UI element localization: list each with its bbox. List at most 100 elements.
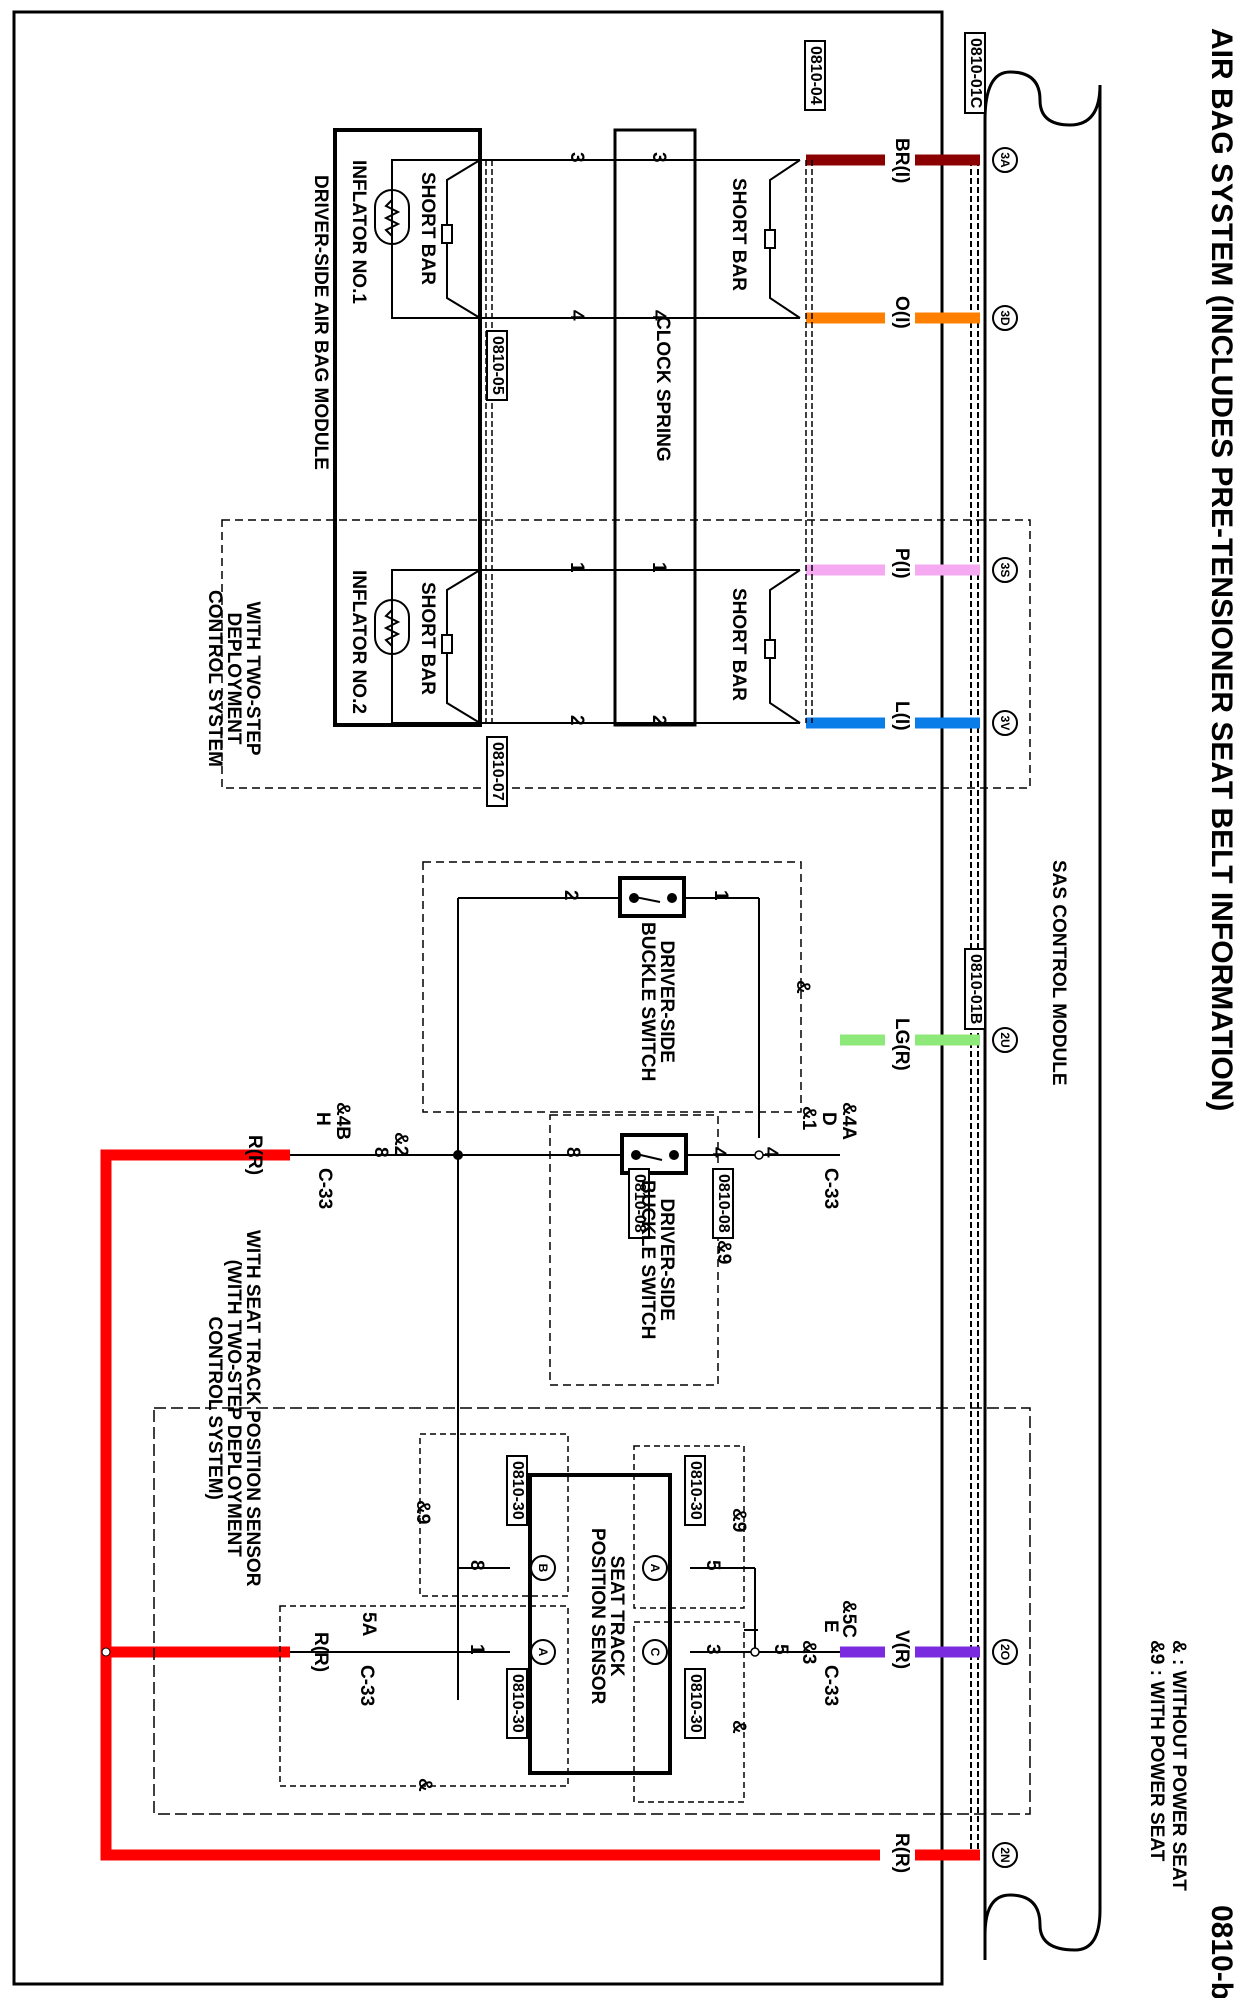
seat-pin-circle-a2: A <box>530 1639 556 1665</box>
short-bar-label-1: SHORT BAR <box>728 178 749 291</box>
sas-module-label: SAS CONTROL MODULE <box>1048 860 1069 1086</box>
wire-label-3D: O(I) <box>891 296 912 329</box>
buckle2-pin-8: 8 <box>562 1147 583 1158</box>
rr-wire-label-2: R(R) <box>310 1632 331 1673</box>
s5a-c33: C-33 <box>356 1665 377 1707</box>
sas-pin-3S: 3S <box>992 557 1018 583</box>
buckle-switch-label-1: DRIVER-SIDE BUCKLE SWITCH <box>637 922 677 1082</box>
wire-label-2U: LG(R) <box>891 1018 912 1071</box>
short-bar-label-3: SHORT BAR <box>417 172 438 285</box>
buckle-switch-label-2: DRIVER-SIDE BUCKLE SWITCH <box>637 1180 677 1340</box>
inflator-1-label: INFLATOR NO.1 <box>348 160 369 304</box>
ref-0810-07[interactable]: 0810-07 <box>486 736 508 807</box>
buckle2-amp9: &9 <box>713 1240 734 1265</box>
buckle1-amp: & <box>792 980 813 994</box>
seat-track-label: SEAT TRACK POSITION SENSOR <box>587 1528 627 1705</box>
wire-label-3S: P(I) <box>891 548 912 579</box>
cs-pin-left-1: 1 <box>566 562 587 573</box>
airbag-module-box <box>333 128 482 727</box>
v-c33-pin-5: 5 <box>770 1644 791 1655</box>
lg-amp4a: &4A <box>838 1102 859 1141</box>
seat-track-region <box>153 1407 1031 1815</box>
cs-pin-left-3: 3 <box>566 152 587 163</box>
buckle2-pin-4: 4 <box>708 1147 729 1158</box>
wire-label-3V: L(I) <box>891 701 912 731</box>
sas-module-top <box>983 70 1102 1960</box>
seat-amp9-bot: &9 <box>412 1500 433 1525</box>
wire-label-2N: R(R) <box>891 1833 912 1874</box>
ref-0810-08-a[interactable]: 0810-08 <box>712 1168 734 1239</box>
wire-group <box>806 154 980 1861</box>
v-amp5c: &5C <box>838 1600 859 1639</box>
seat-pin-circle-a1: A <box>642 1555 668 1581</box>
cs-pin-left-4: 4 <box>566 310 587 321</box>
cs-pin-right-2: 2 <box>648 715 669 726</box>
ref-0810-30-b[interactable]: 0810-30 <box>506 1455 528 1526</box>
ref-0810-01B[interactable]: 0810-01B <box>964 948 986 1031</box>
seat-amp-bot: & <box>414 1778 435 1792</box>
sas-pin-3D: 3D <box>992 305 1018 331</box>
buckle1-pin-2: 2 <box>560 890 581 901</box>
v-c33: C-33 <box>820 1665 841 1707</box>
diagram-title: AIR BAG SYSTEM (INCLUDES PRE-TENSIONER S… <box>1205 28 1238 1112</box>
cs-pin-left-2: 2 <box>566 715 587 726</box>
seat-pin-circle-b: B <box>530 1555 556 1581</box>
rr-letter-h: H <box>312 1112 333 1126</box>
buckle-with-region <box>549 1114 719 1386</box>
rr-c33-pin-8: 8 <box>370 1147 391 1158</box>
lg-letter-d: D <box>818 1112 839 1126</box>
legend-without-power-seat: & : WITHOUT POWER SEAT <box>1168 1640 1189 1891</box>
seat-pin-circle-c: C <box>642 1639 668 1665</box>
seat-track-note: WITH SEAT TRACK POSITION SENSOR (WITH TW… <box>204 1230 263 1587</box>
clock-spring-label: CLOCK SPRING <box>652 316 673 462</box>
seat-sensor-amp9-top <box>633 1445 745 1609</box>
seat-track-sensor-box <box>528 1473 672 1775</box>
cs-pin-right-4: 4 <box>648 310 669 321</box>
sas-pin-2U: 2U <box>992 1027 1018 1053</box>
airbag-module-label: DRIVER-SIDE AIR BAG MODULE <box>310 175 331 470</box>
seat-sensor-amp-bot <box>279 1605 569 1787</box>
buckle1-pin-1: 1 <box>710 890 731 901</box>
ref-0810-30-a[interactable]: 0810-30 <box>684 1455 706 1526</box>
seat-sensor-amp9-bot <box>419 1433 569 1597</box>
ref-0810-04[interactable]: 0810-04 <box>804 40 826 111</box>
short-bar-label-2: SHORT BAR <box>728 588 749 701</box>
ref-0810-05[interactable]: 0810-05 <box>486 330 508 401</box>
sas-pin-2O: 2O <box>992 1639 1018 1665</box>
seat-sensor-amp-top <box>633 1621 745 1803</box>
cs-pin-right-3: 3 <box>648 152 669 163</box>
lg-c33: C-33 <box>820 1168 841 1210</box>
rr-wire-label-1: R(R) <box>244 1135 265 1176</box>
page-frame <box>12 10 944 1986</box>
lg-amp1: &1 <box>798 1106 819 1131</box>
sas-pin-3A: 3A <box>992 147 1018 173</box>
seat-amp9-top: &9 <box>728 1508 749 1533</box>
sas-module-outline <box>983 85 1102 1960</box>
legend-with-power-seat: &9 : WITH POWER SEAT <box>1146 1640 1167 1862</box>
lg-c33-pin-4: 4 <box>760 1147 781 1158</box>
wire-label-3A: BR(I) <box>891 138 912 184</box>
rr-c33: C-33 <box>314 1168 335 1210</box>
two-step-note: WITH TWO-STEP DEPLOYMENT CONTROL SYSTEM <box>204 590 263 767</box>
seat-pin-5: 5 <box>702 1560 723 1571</box>
two-step-dashed-region <box>221 519 1031 789</box>
cs-pin-right-1: 1 <box>648 562 669 573</box>
seat-pin-3: 3 <box>702 1644 723 1655</box>
seat-pin-1: 1 <box>466 1644 487 1655</box>
buckle-without-region <box>422 861 802 1113</box>
rr-amp4b: &4B <box>332 1102 353 1141</box>
ref-0810-30-c[interactable]: 0810-30 <box>684 1668 706 1739</box>
v-amp3: &3 <box>798 1640 819 1665</box>
inflator-2-label: INFLATOR NO.2 <box>348 570 369 714</box>
wire-label-2O: V(R) <box>891 1630 912 1670</box>
sas-pin-3V: 3V <box>992 710 1018 736</box>
clock-spring-box <box>613 128 697 727</box>
v-letter-e: E <box>820 1620 841 1633</box>
page-code: 0810-b <box>1205 1905 1238 1998</box>
seat-pin-8: 8 <box>466 1560 487 1571</box>
ref-0810-30-a2[interactable]: 0810-30 <box>506 1668 528 1739</box>
sas-pin-2N: 2N <box>992 1842 1018 1868</box>
seat-amp-top: & <box>728 1720 749 1734</box>
ref-0810-01C[interactable]: 0810-01C <box>964 32 986 115</box>
